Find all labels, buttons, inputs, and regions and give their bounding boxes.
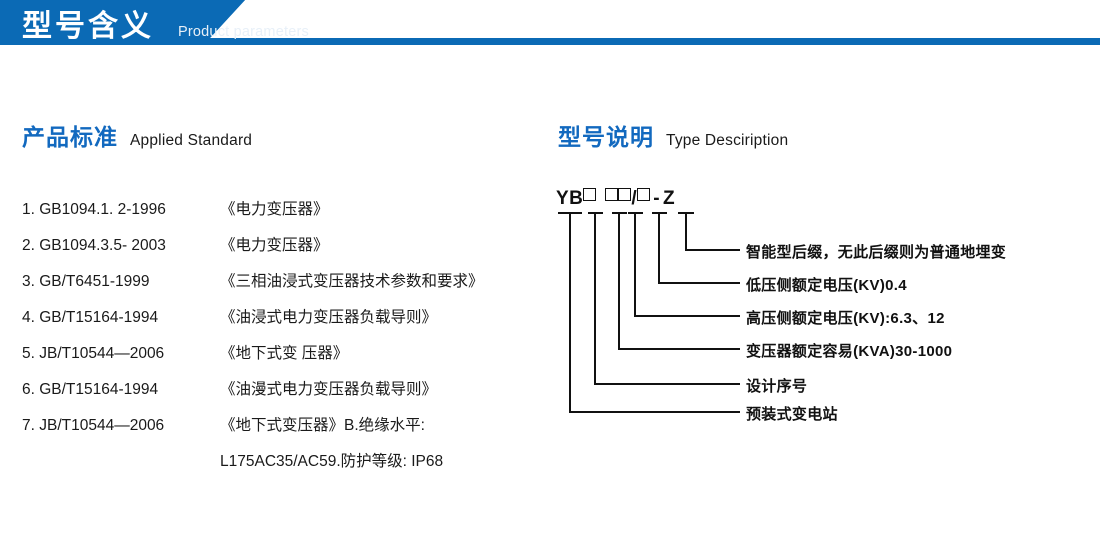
type-code-string: YB /-Z [556,188,675,214]
standard-name: 《三相油浸式变压器技术参数和要求》 [220,273,484,290]
standard-code: 5. JB/T10544—2006 [22,345,165,362]
standard-row: 2. GB1094.3.5- 2003 《电力变压器》 [22,228,552,264]
applied-standard-heading: 产品标准 Applied Standard [22,118,252,152]
applied-standard-heading-en: Applied Standard [130,132,253,149]
standard-code: 1. GB1094.1. 2-1996 [22,201,166,218]
standard-name: 《地下式变 压器》 [220,345,349,362]
diagram-label-prefab-substation: 预装式变电站 [746,406,838,423]
leader-lines [558,212,740,413]
type-code-box-1 [583,188,597,201]
diagram-label-rated-capacity: 变压器额定容易(KVA)30-1000 [746,343,953,360]
standards-list: 1. GB1094.1. 2-1996《电力变压器》2. GB1094.3.5-… [22,192,552,480]
leader-intelligent-suffix [685,213,740,251]
standard-continuation-line: L175AC35/AC59.防护等级: IP68 [220,453,444,470]
applied-standard-heading-cn: 产品标准 [22,124,118,150]
page-banner: 型号含义 Product parameters [0,0,1100,57]
standard-name: 《电力变压器》 [220,237,329,254]
banner-shape [0,0,1100,49]
banner-bottom-rule [0,38,1100,45]
leader-prefab-substation [569,213,740,413]
standard-code: 6. GB/T15164-1994 [22,381,159,398]
standard-name: 《油浸式电力变压器负载导则》 [220,309,438,326]
type-code-box-3 [618,188,632,201]
banner-title: 型号含义 [22,10,154,43]
type-description-heading-en: Type Desciription [666,132,789,149]
standard-row: 5. JB/T10544—2006 《地下式变 压器》 [22,336,552,372]
standard-name: 《电力变压器》 [220,201,329,218]
type-code-dash: - [653,188,661,209]
standard-name: 《地下式变压器》B.绝缘水平: [220,417,425,434]
standard-row: 6. GB/T15164-1994 《油漫式电力变压器负载导则》 [22,372,552,408]
standard-row: 4. GB/T15164-1994 《油浸式电力变压器负载导则》 [22,300,552,336]
standard-name: 《油漫式电力变压器负载导则》 [220,381,438,398]
banner-subtitle: Product parameters [178,24,309,40]
banner-main-shape [0,0,345,45]
standard-row: 3. GB/T6451-1999 《三相油浸式变压器技术参数和要求》 [22,264,552,300]
diagram-label-lv-rated-voltage: 低压侧额定电压(KV)0.4 [746,277,907,294]
banner-gap [0,45,1100,49]
leader-lv-rated-voltage [658,213,740,284]
leader-design-serial [594,213,740,385]
leader-hv-rated-voltage [634,213,740,317]
type-description-heading: 型号说明 Type Desciription [558,118,788,152]
type-code-diagram: YB /-Z [548,188,1093,423]
diagram-label-intelligent-suffix: 智能型后缀，无此后缀则为普通地埋变 [746,244,1007,261]
type-code-box-4 [637,188,651,201]
standard-code: 4. GB/T15164-1994 [22,309,159,326]
type-description-heading-cn: 型号说明 [558,124,654,150]
leader-rated-capacity [618,213,740,350]
standard-code: 2. GB1094.3.5- 2003 [22,237,166,254]
standard-row: 7. JB/T10544—2006 《地下式变压器》B.绝缘水平: [22,408,552,444]
standard-code: 7. JB/T10544—2006 [22,417,165,434]
type-code-separator: / [631,188,638,209]
diagram-label-hv-rated-voltage: 高压侧额定电压(KV):6.3、12 [746,310,945,327]
type-code-suffix: Z [663,188,676,209]
standard-code: 3. GB/T6451-1999 [22,273,150,290]
type-code-box-2 [605,188,619,201]
standard-row: 1. GB1094.1. 2-1996 《电力变压器》 [22,192,552,228]
type-code-prefix: YB [556,188,584,209]
diagram-label-design-serial: 设计序号 [746,378,808,395]
